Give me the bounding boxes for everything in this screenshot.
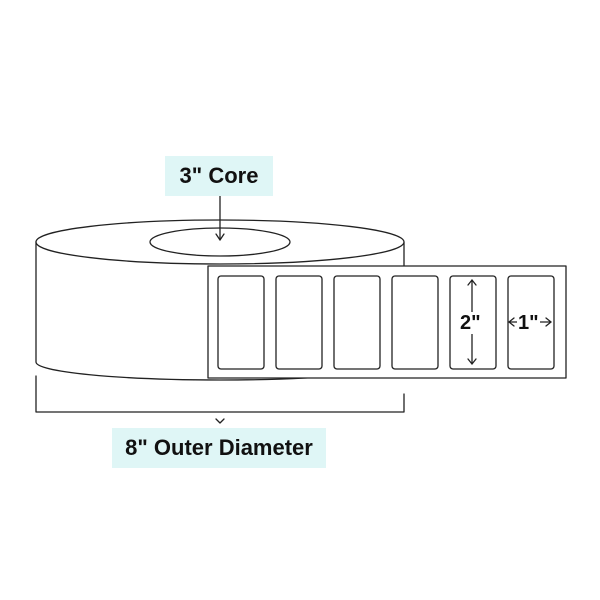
height-arrow-bottom <box>467 358 477 365</box>
core-size-callout: 3" Core <box>165 156 273 196</box>
height-arrow-top <box>467 279 477 286</box>
label-rectangle <box>391 275 439 370</box>
label-width-text: 1" <box>517 312 540 334</box>
label-rectangle <box>333 275 381 370</box>
labels-group <box>217 275 555 370</box>
label-strip <box>207 265 567 379</box>
label-rectangle <box>217 275 265 370</box>
core-pointer-arrowhead <box>215 233 225 241</box>
width-arrow-left <box>508 317 515 327</box>
width-arrow-right <box>545 317 552 327</box>
outer-diameter-tick <box>215 418 225 424</box>
label-height-text: 2" <box>459 312 482 334</box>
outer-diameter-callout: 8" Outer Diameter <box>112 428 326 468</box>
outer-diameter-bracket <box>35 375 405 413</box>
label-rectangle <box>275 275 323 370</box>
